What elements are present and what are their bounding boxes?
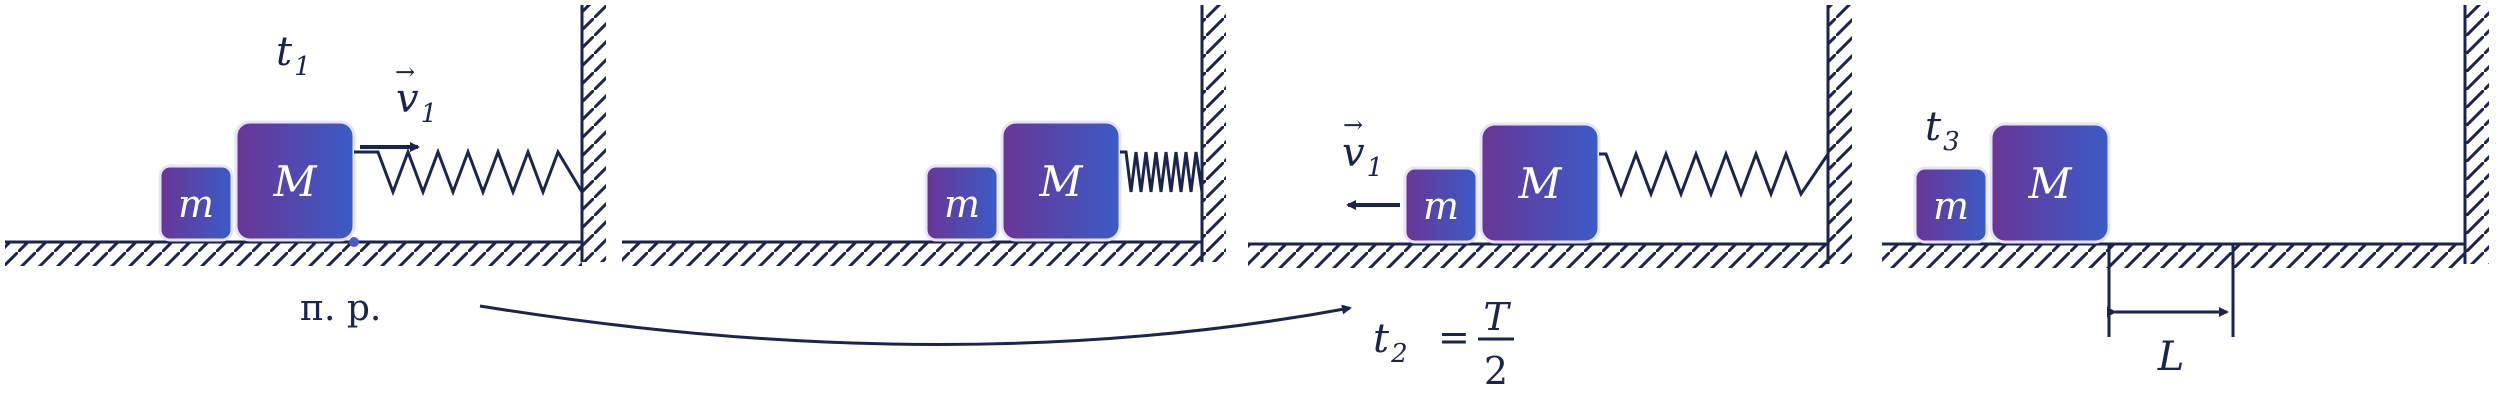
large-block-2 xyxy=(1000,120,1122,242)
wall-hatch-2 xyxy=(1202,5,1226,262)
time-label-t3: t3 xyxy=(1925,104,1960,157)
small-block-4 xyxy=(1913,166,1989,244)
small-block-label-4: m xyxy=(1933,184,1969,228)
velocity-label-1: v1 xyxy=(396,76,437,129)
wall-hatch-3 xyxy=(1828,5,1852,264)
panel-1: m M → v1 t1 п. р. xyxy=(5,5,606,329)
floor-hatch-4 xyxy=(1882,244,2465,268)
panel-4: m M t3 L xyxy=(1882,5,2489,380)
velocity-vector-mark-2: → xyxy=(1343,111,1363,139)
floor-hatch-3 xyxy=(1248,244,1828,268)
large-block-label-2: M xyxy=(1038,157,1083,206)
equilibrium-dot xyxy=(349,237,359,247)
time-label-t2: t2 xyxy=(1373,316,1408,369)
fraction-numerator-T: T xyxy=(1483,295,1511,339)
spring-3 xyxy=(1599,149,1830,199)
small-block-label-3: m xyxy=(1423,184,1459,228)
large-block-label-4: M xyxy=(2027,159,2072,208)
velocity-vector-mark-1: → xyxy=(395,58,415,86)
panel-2: m M xyxy=(622,5,1226,266)
small-block-2 xyxy=(924,164,1000,242)
spring-1 xyxy=(354,147,584,197)
panel-3: m M → v1 t2 = T 2 xyxy=(1248,5,1852,393)
spring-2-compressed xyxy=(1120,150,1204,193)
distance-label-L: L xyxy=(2157,334,2185,380)
small-block-label-2: m xyxy=(944,182,980,226)
large-block-3 xyxy=(1479,122,1601,244)
equals-sign: = xyxy=(1438,315,1470,359)
large-block-4 xyxy=(1989,122,2111,244)
transition-arrow xyxy=(479,304,1352,346)
large-block-label-3: M xyxy=(1517,159,1562,208)
small-block-1 xyxy=(158,164,234,242)
large-block-1 xyxy=(234,120,356,242)
velocity-label-2: v1 xyxy=(1342,130,1383,183)
small-block-label-1: m xyxy=(178,182,214,226)
floor-hatch-1 xyxy=(5,242,582,266)
small-block-3 xyxy=(1403,166,1479,244)
wall-hatch-1 xyxy=(582,5,606,262)
equilibrium-label: п. р. xyxy=(300,288,381,329)
floor-hatch-2 xyxy=(622,242,1202,266)
wall-hatch-4 xyxy=(2465,5,2489,264)
time-label-t1: t1 xyxy=(276,29,311,82)
large-block-label-1: M xyxy=(272,157,317,206)
fraction-denominator-2: 2 xyxy=(1484,349,1508,393)
